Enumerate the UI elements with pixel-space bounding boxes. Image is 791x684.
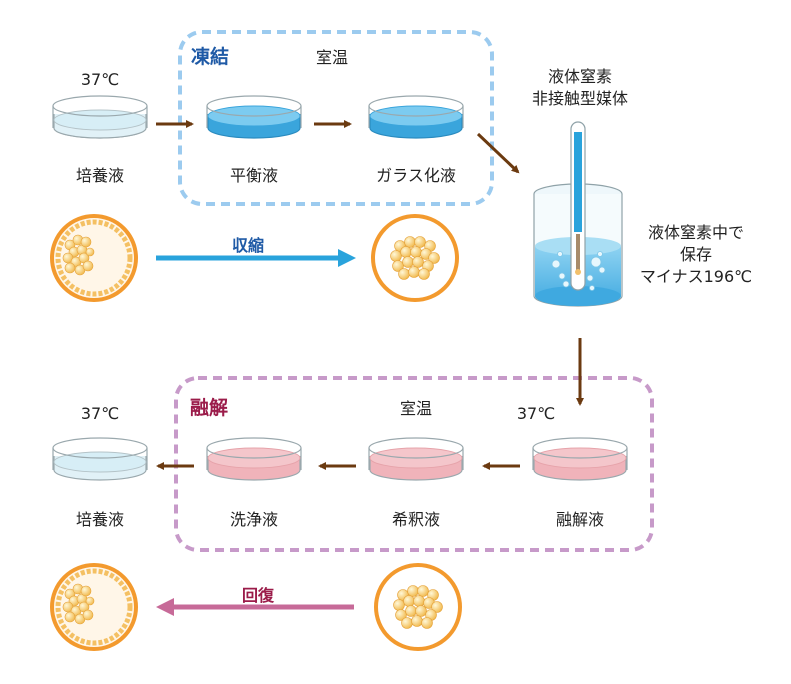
label-vitrification: ガラス化液 [376,166,456,185]
thaw-dashed-box [174,376,654,552]
nitrogen-label-line1: 液体窒素 [547,67,613,86]
embryo-shrunk-bottom [374,563,462,651]
label-recover: 回復 [241,586,275,605]
embryo-shrunk-top [371,214,459,302]
storage-label-line2: 保存 [679,245,713,264]
dish-vitrification [368,95,464,139]
freeze-title: 凍結 [191,46,230,68]
storage-label-line1: 液体窒素中で [647,223,745,242]
label-culture-bottom: 培養液 [75,510,125,529]
arrow-vitrification-to-nitrogen [476,132,520,174]
nitrogen-label-line2: 非接触型媒体 [531,89,629,108]
arrow-shrink-head [338,249,356,267]
storage-label-line3: マイナス196℃ [639,267,753,286]
freeze-room-temp: 室温 [316,48,349,67]
dish-equilibrium [206,95,302,139]
label-culture-top: 培養液 [75,166,125,185]
nitrogen-label: 液体窒素 非接触型媒体 [532,66,628,110]
freeze-dashed-box [178,30,494,206]
dish-thaw [532,437,628,481]
dish-wash [206,437,302,481]
label-thaw: 融解液 [555,510,605,529]
storage-label: 液体窒素中で 保存 マイナス196℃ [640,222,752,288]
thaw-temp-37-right: 37℃ [516,404,556,423]
liquid-nitrogen-container [533,121,623,307]
label-equilibrium: 平衡液 [229,166,279,185]
label-shrink: 収縮 [231,236,265,255]
dish-culture-bottom [52,437,148,481]
thaw-title: 融解 [190,397,229,419]
embryo-expanded-top [50,214,138,302]
thaw-room-temp: 室温 [400,399,433,418]
arrow-recover-head [156,598,174,616]
thaw-temp-37-left: 37℃ [80,404,120,423]
label-wash: 洗浄液 [229,510,279,529]
dish-culture-top [52,95,148,139]
freeze-temp-37: 37℃ [80,70,120,89]
dish-dilution [368,437,464,481]
embryo-recovered-bottom [50,563,138,651]
label-dilution: 希釈液 [391,510,441,529]
